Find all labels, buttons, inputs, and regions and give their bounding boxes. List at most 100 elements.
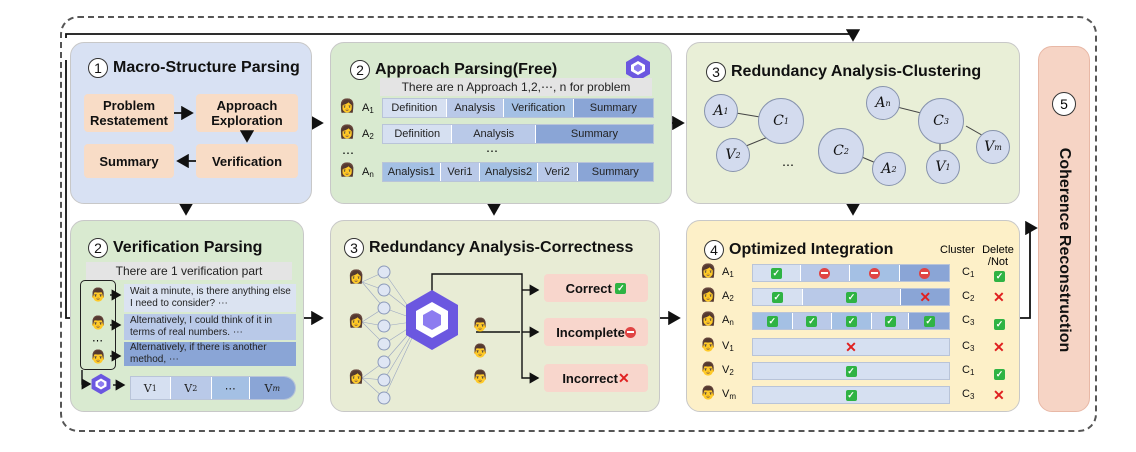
row-v1-icon: 👨: [700, 337, 717, 352]
row-a1-label: A1: [722, 266, 734, 279]
row-a2-icon: 👩: [700, 287, 717, 302]
check-icon: ✓: [845, 389, 857, 401]
output-verifier-icon-2: 👨: [472, 343, 489, 358]
person-icon-an: 👩: [339, 162, 356, 177]
outer-dashed-frame: [60, 16, 1097, 432]
check-icon: ✓: [923, 315, 935, 327]
output-verifier-icon-1: 👨: [472, 317, 489, 332]
check-icon: ✓: [771, 291, 783, 303]
verification-text-3: Alternatively, if there is another metho…: [124, 342, 296, 366]
row-v1-label: V1: [722, 340, 734, 353]
verifier-icon-2: 👨: [90, 315, 107, 330]
cross-icon: ✕: [919, 289, 932, 305]
row-a2-bar: ✓ ✓ ✕: [752, 288, 950, 306]
no-entry-icon: [868, 267, 880, 279]
box-problem-restatement: Problem Restatement: [84, 94, 174, 132]
input-person-icon-3: 👩: [348, 369, 365, 384]
row-v2-bar: ✓: [752, 362, 950, 380]
row-vm-delete-icon: ✕: [993, 387, 1005, 403]
verification-arrows: [81, 289, 126, 391]
row-a1-bar: ✓: [752, 264, 950, 282]
seg-summary: Summary: [577, 163, 653, 181]
approach-bar-a2: Definition Analysis Summary: [382, 124, 654, 144]
verifier-dots: ⋯: [92, 335, 103, 347]
row-a1-keep-icon: ✓: [994, 271, 1005, 282]
panel-redundancy-clustering: [686, 42, 1020, 204]
seg-analysis1: Analysis1: [383, 163, 441, 181]
row-v2-keep-icon: ✓: [994, 369, 1005, 380]
cross-icon: ✕: [617, 370, 630, 386]
row-an-cluster: C3: [962, 314, 975, 327]
result-incomplete: Incomplete: [544, 318, 648, 346]
row-an-bar: ✓ ✓ ✓ ✓ ✓: [752, 312, 950, 330]
input-person-icon-2: 👩: [348, 313, 365, 328]
no-entry-icon: [918, 267, 930, 279]
person-icon-a1: 👩: [339, 98, 356, 113]
qwen-logo-icon-small: [91, 373, 111, 395]
seg-definition: Definition: [383, 125, 453, 143]
check-icon: ✓: [806, 315, 818, 327]
seg-summary: Summary: [573, 99, 653, 117]
label-an: An: [362, 166, 374, 179]
row-vm-label: Vm: [722, 388, 737, 401]
check-icon: ✓: [845, 291, 857, 303]
col-cluster-header: Cluster: [940, 244, 975, 256]
row-a2-delete-icon: ✕: [993, 289, 1005, 305]
row-a1-icon: 👩: [700, 263, 717, 278]
box-approach-exploration: Approach Exploration: [196, 94, 298, 132]
seg-summary: Summary: [535, 125, 653, 143]
result-correct: Correct ✓: [544, 274, 648, 302]
seg-veri1: Veri1: [440, 163, 481, 181]
panel5-title: Coherence Reconstruction: [1056, 147, 1073, 353]
vseg-dots: ⋯: [212, 377, 250, 399]
top-loop-arrow: [65, 29, 861, 42]
arrow-p4-p5: [1020, 220, 1038, 319]
seg-analysis: Analysis: [446, 99, 505, 117]
approach-bar-an: Analysis1 Veri1 Analysis2 Veri2 Summary: [382, 162, 654, 182]
label-a2: A2: [362, 128, 374, 141]
seg-veri2: Veri2: [537, 163, 578, 181]
seg-analysis2: Analysis2: [480, 163, 538, 181]
row-a2-label: A2: [722, 290, 734, 303]
box-summary: Summary: [84, 144, 174, 178]
verifier-icon-1: 👨: [90, 287, 107, 302]
check-icon: ✓: [766, 315, 778, 327]
row-an-keep-icon: ✓: [994, 319, 1005, 330]
check-icon: ✓: [845, 315, 857, 327]
row-v2-cluster: C1: [962, 364, 975, 377]
no-entry-icon: [624, 326, 636, 338]
qwen-logo-icon: [626, 55, 650, 81]
cross-icon: ✕: [845, 339, 857, 355]
neural-network-diagram: [361, 265, 540, 405]
verification-text-2: Alternatively, I could think of it in te…: [124, 314, 296, 340]
check-icon: ✓: [845, 365, 857, 377]
check-icon: ✓: [615, 282, 627, 294]
approach-dots-mid: ⋯: [486, 144, 498, 158]
panel1-arrows: [174, 105, 255, 169]
output-verifier-icon-3: 👨: [472, 369, 489, 384]
seg-analysis: Analysis: [452, 125, 536, 143]
row-v2-icon: 👨: [700, 361, 717, 376]
approach-header: There are n Approach 1,2,⋯, n for proble…: [380, 78, 652, 96]
no-entry-icon: [819, 267, 831, 279]
label-a1: A1: [362, 102, 374, 115]
row-vm-cluster: C3: [962, 388, 975, 401]
